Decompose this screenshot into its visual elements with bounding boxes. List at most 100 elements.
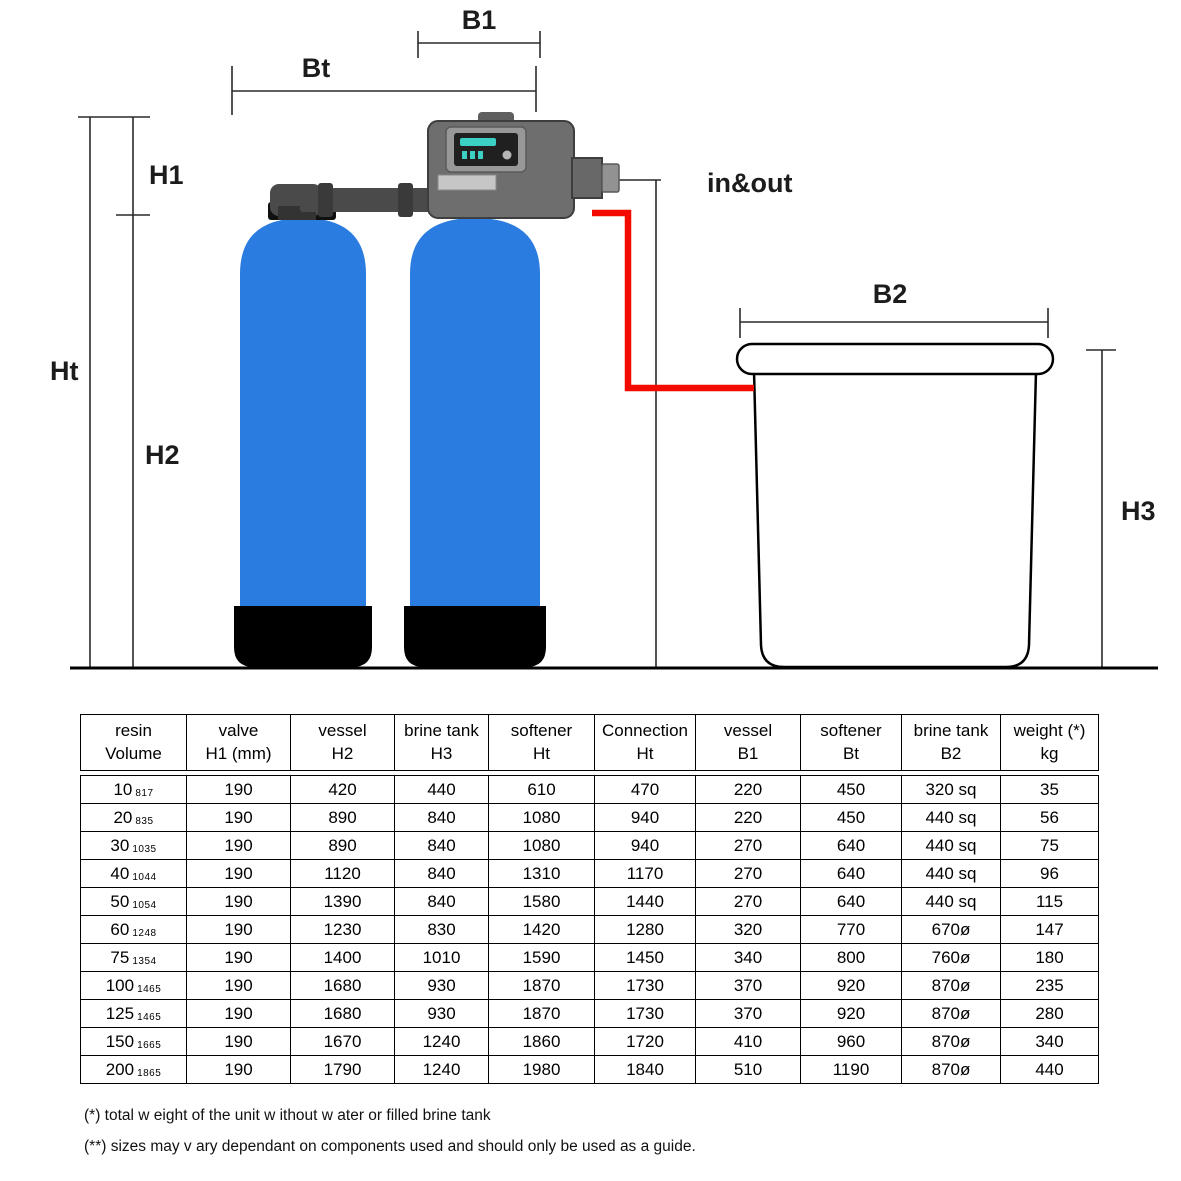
height-dimension-lines [78, 116, 150, 667]
table-cell: 870ø [901, 1027, 1001, 1056]
softener-dimension-diagram: B1 Bt H1 Ht H2 in&out B2 H3 [50, 5, 1158, 670]
b2-dimension [739, 308, 1049, 338]
table-cell: 115 [1000, 887, 1099, 916]
table-cell: 1190 [800, 1055, 902, 1084]
resin-vessel-right [404, 218, 546, 667]
valve-label-plate [437, 174, 497, 191]
table-cell: 440 sq [901, 803, 1001, 832]
resin-volume-value: 200 [105, 1059, 135, 1079]
table-cell: 1230 [290, 915, 395, 944]
table-cell: 190 [186, 887, 291, 916]
vessel-size-code: 1465 [137, 1011, 162, 1023]
resin-vessel-left [234, 202, 372, 667]
table-cell: 920 [800, 971, 902, 1000]
table-cell: 340 [695, 943, 801, 972]
table-cell: 1590 [488, 943, 595, 972]
table-cell: 320 sq [901, 775, 1001, 804]
resin-volume-value: 75 [110, 947, 130, 967]
col-header-connection-ht: Connection Ht [594, 714, 696, 771]
table-cell: 840 [394, 831, 489, 860]
table-cell: 1080 [488, 803, 595, 832]
table-cell: 1840 [594, 1055, 696, 1084]
resin-volume-value: 100 [105, 975, 135, 995]
table-cell: 670ø [901, 915, 1001, 944]
table-cell: 235 [1000, 971, 1099, 1000]
vessel-size-code: 1248 [132, 927, 157, 939]
table-cell: 320 [695, 915, 801, 944]
dimensions-table-area: resin Volume valve H1 (mm) vessel H2 bri… [80, 714, 1099, 1084]
table-cell: 450 [800, 803, 902, 832]
table-cell: 190 [186, 859, 291, 888]
col-header-vessel-h2: vessel H2 [290, 714, 395, 771]
table-cell: 96 [1000, 859, 1099, 888]
brine-tank-body [752, 369, 1038, 669]
table-cell: 920 [800, 999, 902, 1028]
table-cell: 1450 [594, 943, 696, 972]
table-cell: 440 sq [901, 887, 1001, 916]
table-cell: 270 [695, 831, 801, 860]
table-cell: 1390 [290, 887, 395, 916]
table-cell: 1680 [290, 999, 395, 1028]
table-cell: 190 [186, 775, 291, 804]
vessel-size-code: 1354 [132, 955, 157, 967]
vessel-size-code: 1054 [132, 899, 157, 911]
table-cell: 1080 [488, 831, 595, 860]
table-cell: 830 [394, 915, 489, 944]
table-cell: 1120 [290, 859, 395, 888]
table-cell: 1730 [594, 999, 696, 1028]
footnote-weight: (*) total w eight of the unit w ithout w… [84, 1107, 491, 1124]
resin-volume-value: 50 [110, 891, 130, 911]
table-cell: 1730 [594, 971, 696, 1000]
display-teal-band [460, 138, 496, 146]
table-cell: 220 [695, 775, 801, 804]
table-cell: 147 [1000, 915, 1099, 944]
bt-dimension [231, 66, 537, 115]
col-header-resin-volume: resin Volume [80, 714, 187, 771]
table-cell: 640 [800, 859, 902, 888]
table-cell: 180 [1000, 943, 1099, 972]
table-cell: 870ø [901, 999, 1001, 1028]
table-cell: 440 sq [901, 831, 1001, 860]
valve-outlet-fitting [601, 163, 620, 193]
table-cell: 870ø [901, 971, 1001, 1000]
table-cell: 75 [1000, 831, 1099, 860]
resin-volume-value: 40 [110, 863, 130, 883]
table-cell: 1240 [394, 1027, 489, 1056]
dimensions-table-header: resin Volume valve H1 (mm) vessel H2 bri… [80, 714, 1099, 771]
table-cell: 470 [594, 775, 696, 804]
table-cell: 1400 [290, 943, 395, 972]
col-header-weight: weight (*) kg [1000, 714, 1099, 771]
table-cell: 190 [186, 971, 291, 1000]
resin-volume-value: 20 [113, 807, 133, 827]
table-cell: 1860 [488, 1027, 595, 1056]
table-cell: 1720 [594, 1027, 696, 1056]
footnotes: (*) total w eight of the unit w ithout w… [84, 1100, 1181, 1162]
table-cell: 190 [186, 999, 291, 1028]
header-row: resin Volume valve H1 (mm) vessel H2 bri… [80, 714, 1099, 771]
table-cell: 940 [594, 803, 696, 832]
valve-display-screen [454, 133, 518, 166]
label-bt: Bt [302, 53, 331, 83]
table-cell: 1440 [594, 887, 696, 916]
vessel-size-code: 1865 [137, 1067, 162, 1079]
table-cell: 610 [488, 775, 595, 804]
table-cell: 640 [800, 831, 902, 860]
table-cell: 190 [186, 1055, 291, 1084]
table-cell: 190 [186, 943, 291, 972]
table-cell: 770 [800, 915, 902, 944]
label-b1: B1 [462, 5, 497, 35]
